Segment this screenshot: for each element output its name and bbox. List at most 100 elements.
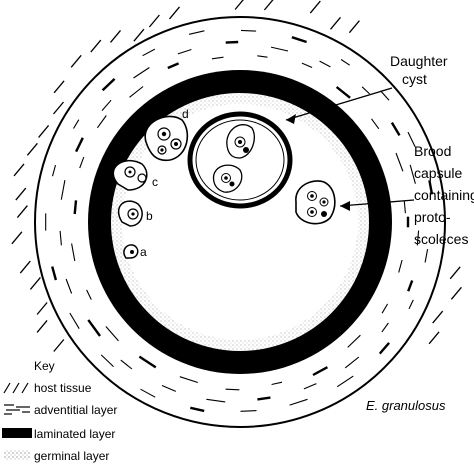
daughter-cyst	[187, 111, 293, 209]
adventitial-stroke	[100, 354, 114, 367]
adventitial-stroke	[59, 230, 62, 246]
adventitial-stroke	[291, 36, 307, 44]
key-legend: Key host tissue adventitial layer lamina…	[2, 359, 117, 463]
label-brood-line3: containing	[414, 187, 474, 203]
host-tissue-stroke	[90, 39, 102, 53]
adventitial-stroke	[86, 289, 92, 300]
adventitial-stroke	[60, 180, 66, 200]
adventitial-stroke	[344, 356, 360, 369]
adventitial-stroke	[257, 396, 271, 401]
host-tissue-stroke	[432, 310, 444, 324]
adventitial-stroke	[167, 62, 180, 70]
adventitial-stroke	[120, 359, 133, 370]
leader-lines	[285, 87, 415, 211]
adventitial-stroke	[312, 366, 328, 377]
adventitial-stroke	[96, 115, 107, 129]
adventitial-stroke	[133, 67, 150, 79]
adventitial-stroke	[428, 180, 434, 195]
label-daughter-line2: cyst	[402, 71, 427, 87]
adventitial-stroke	[87, 319, 101, 337]
host-tissue-stroke	[53, 339, 65, 352]
host-tissue-stroke	[309, 0, 321, 14]
adventitial-stroke	[378, 342, 391, 355]
adventitial-stroke	[270, 46, 289, 52]
adventitial-marks	[45, 29, 434, 413]
adventitial-stroke	[381, 303, 389, 314]
key-swatch-germinal	[4, 450, 30, 460]
adventitial-stroke	[142, 48, 156, 57]
host-tissue-stroke	[36, 319, 48, 333]
adventitial-stroke	[129, 86, 144, 98]
adventitial-stroke	[225, 40, 239, 44]
adventitial-stroke	[289, 398, 308, 406]
adventitial-stroke	[340, 59, 351, 66]
host-tissue-stroke	[15, 187, 27, 201]
key-label-adventitial: adventitial layer	[34, 403, 117, 417]
brood-capsule-right	[295, 180, 336, 225]
adventitial-stroke	[211, 56, 224, 60]
host-tissue-stroke	[53, 101, 64, 115]
adventitial-stroke	[398, 259, 403, 273]
adventitial-stroke	[73, 200, 78, 215]
key-swatch-adventitial	[4, 404, 30, 415]
daughter-cyst-capsule-1	[226, 124, 255, 159]
adventitial-stroke	[409, 164, 416, 184]
host-tissue	[11, 0, 462, 352]
host-tissue-stroke	[36, 302, 48, 315]
arrow-daughter-cyst	[286, 114, 296, 124]
adventitial-stroke	[301, 62, 313, 69]
host-tissue-stroke	[428, 331, 440, 345]
species-label: E. granulosus	[366, 398, 446, 413]
adventitial-stroke	[79, 156, 85, 169]
leader-daughter-cyst	[285, 87, 393, 121]
label-stage-a: a	[140, 245, 147, 259]
adventitial-stroke	[65, 278, 73, 294]
adventitial-stroke	[190, 406, 205, 413]
adventitial-stroke	[51, 164, 57, 177]
brood-capsule-a	[123, 244, 139, 259]
adventitial-stroke	[408, 299, 414, 310]
label-brood-line4: proto-	[414, 209, 451, 225]
adventitial-stroke	[101, 99, 112, 111]
host-tissue-stroke	[70, 54, 82, 68]
adventitial-stroke	[51, 266, 58, 281]
key-label-germinal: germinal layer	[34, 449, 109, 463]
adventitial-stroke	[257, 55, 268, 58]
leader-brood-capsule	[339, 199, 415, 207]
adventitial-stroke	[225, 388, 240, 391]
host-tissue-stroke	[29, 276, 41, 290]
adventitial-stroke	[69, 312, 80, 329]
adventitial-stroke	[240, 410, 257, 412]
label-stage-d: d	[182, 107, 189, 121]
adventitial-stroke	[177, 48, 192, 55]
daughter-cyst-capsule-2	[212, 164, 243, 193]
host-tissue-stroke	[11, 231, 23, 245]
label-brood-line1: Brood	[414, 143, 451, 159]
adventitial-stroke	[371, 118, 380, 130]
host-tissue-stroke	[148, 14, 160, 28]
label-daughter-line1: Daughter	[390, 53, 448, 69]
label-stage-c: c	[152, 175, 158, 189]
adventitial-stroke	[75, 137, 84, 153]
key-label-laminated: laminated layer	[34, 427, 115, 441]
inner-lumen	[122, 104, 358, 340]
brood-capsule-c	[112, 159, 148, 191]
adventitial-stroke	[381, 322, 389, 333]
host-tissue-stroke	[348, 20, 360, 34]
label-stage-b: b	[146, 209, 153, 223]
host-tissue-stroke	[26, 142, 38, 156]
host-tissue-stroke	[133, 28, 145, 42]
adventitial-stroke	[390, 121, 401, 137]
adventitial-stroke	[336, 375, 354, 388]
adventitial-stroke	[140, 388, 156, 398]
arrow-brood-capsule	[340, 201, 350, 211]
adventitial-stroke	[407, 280, 414, 292]
adventitial-stroke	[303, 383, 317, 390]
host-tissue-stroke	[449, 266, 461, 280]
host-tissue-stroke	[16, 205, 28, 219]
host-tissue-stroke	[234, 0, 244, 10]
host-tissue-stroke	[38, 124, 50, 138]
host-tissue-stroke	[13, 163, 25, 177]
